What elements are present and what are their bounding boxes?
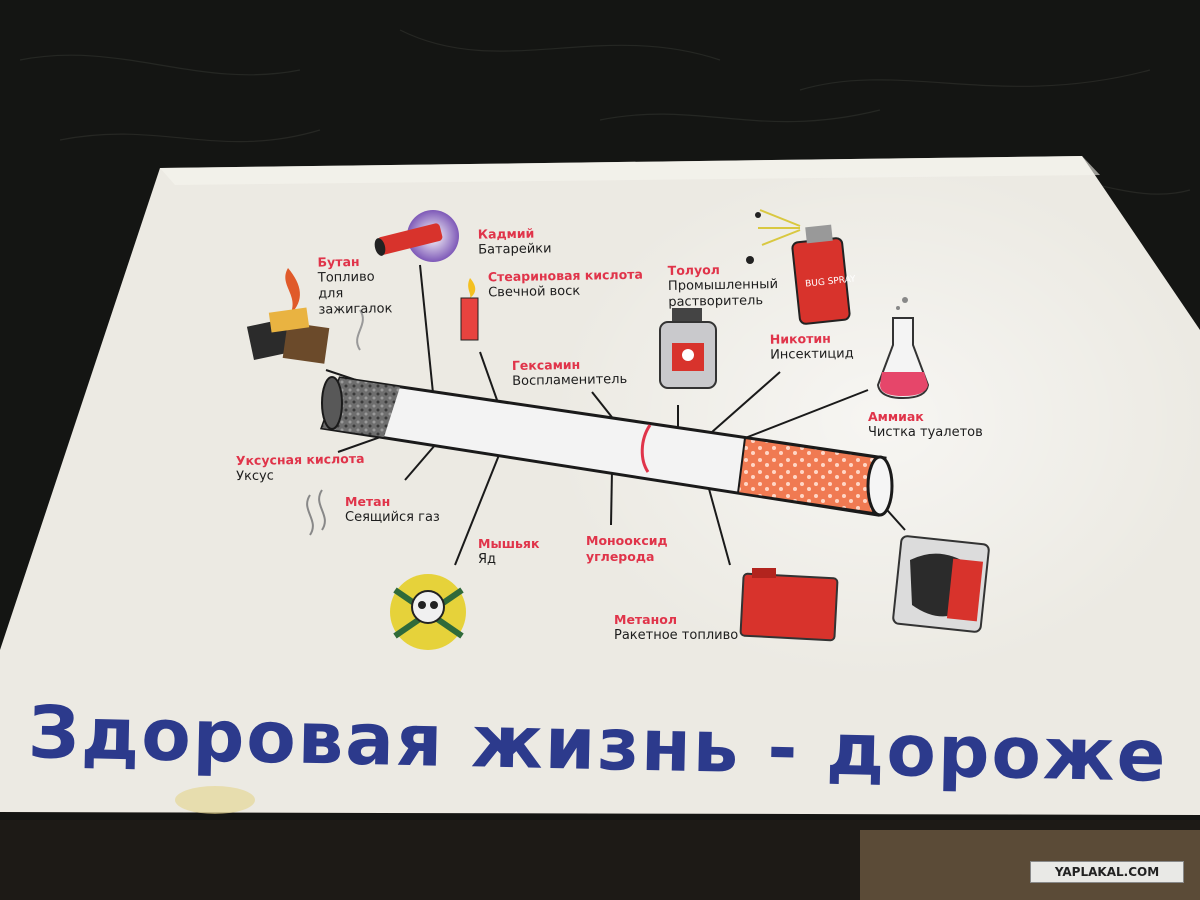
label-methanol-name: Метанол (614, 612, 677, 627)
label-carbon-monoxide-name: Монооксид (586, 533, 668, 548)
label-arsenic: Мышьяк Яд (478, 536, 539, 568)
label-acetic-acid-desc: Уксус (236, 468, 275, 485)
label-butane-desc: Топливо (317, 269, 375, 286)
label-hexamine: Гексамин Воспламенитель (512, 356, 628, 390)
cigarette-illustration (319, 309, 894, 517)
label-ammonia-name: Аммиак (868, 409, 924, 424)
label-nicotine: Никотин Инсектицид (770, 330, 854, 363)
label-arsenic-desc: Яд (478, 552, 497, 567)
label-methanol: Метанол Ракетное топливо (614, 612, 738, 644)
label-butane-name: Бутан (317, 253, 360, 270)
toilet-cleaner-icon (892, 535, 990, 633)
label-stearic-acid: Стеариновая кислота Свечной воск (488, 267, 644, 302)
skull-crossbones-icon (390, 574, 466, 650)
gas-fumes-icon (306, 489, 326, 536)
solvent-bottle-icon (659, 308, 717, 389)
label-arsenic-name: Мышьяк (478, 536, 540, 551)
label-toluene-desc-2: растворитель (668, 293, 764, 310)
label-acetic-acid-name: Уксусная кислота (235, 450, 365, 469)
label-toluene-name: Толуол (667, 262, 721, 278)
fuel-canister-icon (739, 568, 839, 642)
label-toluene-desc: Промышленный (667, 277, 779, 294)
label-nicotine-name: Никотин (769, 330, 831, 347)
light-glare (550, 160, 1200, 680)
label-butane: Бутан Топливо для зажигалок (317, 253, 392, 318)
label-methane-name: Метан (345, 494, 391, 509)
label-methanol-desc: Ракетное топливо (614, 628, 739, 643)
label-ammonia: Аммиак Чистка туалетов (868, 409, 983, 441)
label-ammonia-desc: Чистка туалетов (868, 425, 983, 440)
lighter-fuel-icon (246, 268, 330, 364)
label-cadmium-desc: Батарейки (478, 241, 552, 258)
label-carbon-monoxide: Монооксид углерода (586, 533, 668, 565)
bug-spray-icon: BUG SPRAY (746, 209, 857, 325)
label-methane-desc: Сеящийся газ (345, 510, 440, 525)
label-cadmium-name: Кадмий (477, 225, 535, 242)
label-stearic-acid-desc: Свечной воск (488, 283, 581, 301)
label-stearic-acid-name: Стеариновая кислота (487, 266, 644, 285)
candle-icon (460, 278, 479, 341)
watermark: YAPLAKAL.COM (1030, 861, 1184, 883)
label-cadmium: Кадмий Батарейки (478, 225, 552, 258)
battery-icon (374, 210, 459, 262)
label-methane: Метан Сеящийся газ (345, 494, 440, 526)
label-acetic-acid: Уксусная кислота Уксус (236, 451, 365, 485)
label-nicotine-desc: Инсектицид (770, 346, 854, 363)
flask-icon (876, 297, 930, 400)
label-butane-desc-3: зажигалок (318, 301, 393, 318)
label-hexamine-desc: Воспламенитель (512, 371, 628, 390)
label-carbon-monoxide-name-2: углерода (586, 549, 655, 564)
label-butane-desc-2: для (318, 286, 344, 302)
label-toluene: Толуол Промышленный растворитель (668, 261, 779, 311)
